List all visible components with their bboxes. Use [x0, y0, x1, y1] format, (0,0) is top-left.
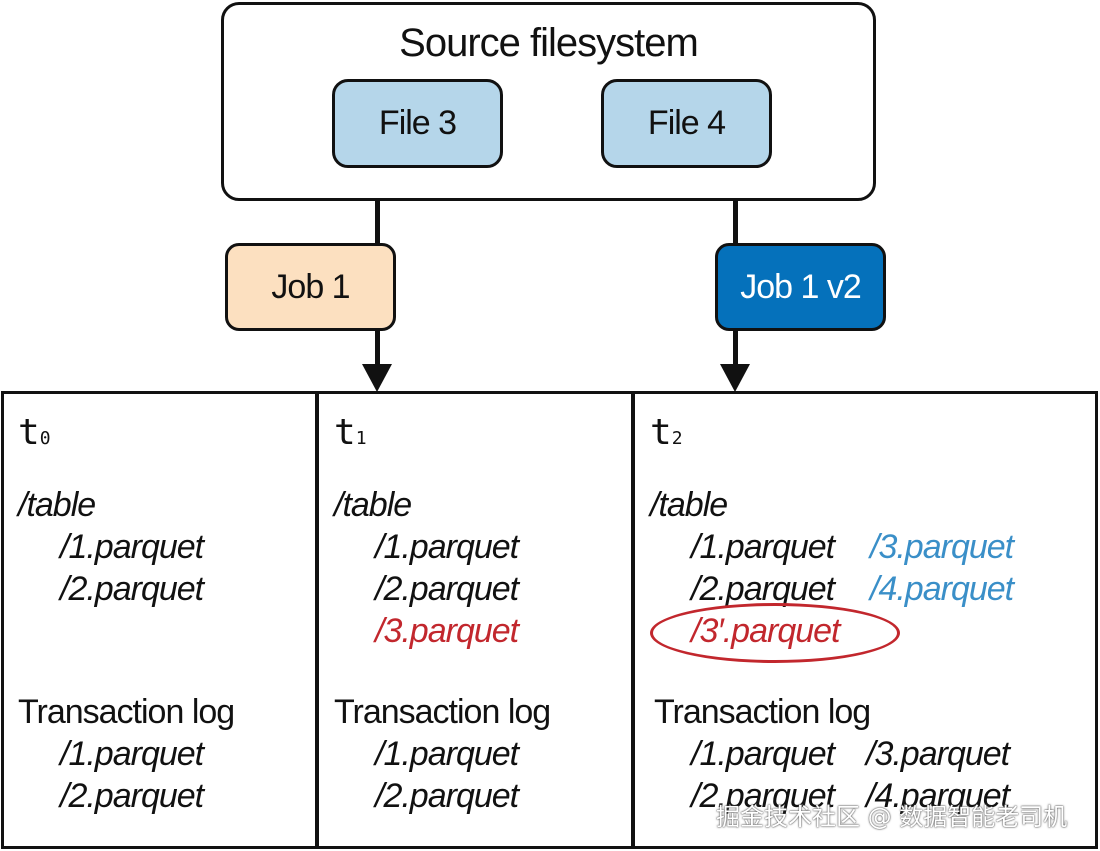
panel-t1-label: t1 — [334, 412, 367, 453]
panel-t1-log-file-2: /2.parquet — [375, 777, 519, 815]
panel-t2-sub: 2 — [671, 428, 683, 449]
watermark: 掘金技术社区 @ 数据智能老司机 — [716, 803, 1068, 831]
panel-t0-label: t0 — [18, 412, 51, 453]
arrow-job1v2-head — [720, 364, 750, 392]
panel-t1-table-file-2: /2.parquet — [375, 570, 519, 608]
connector-source-job1v2 — [733, 201, 738, 243]
panel-t0-sub: 0 — [39, 428, 51, 449]
file-3-box: File 3 — [332, 79, 503, 168]
panel-t2-table-file-new-4: /4.parquet — [870, 570, 1014, 608]
panel-t0-log-file-1: /1.parquet — [60, 735, 204, 773]
job-1-v2-box: Job 1 v2 — [715, 243, 886, 331]
panel-t2-table-file-1: /1.parquet — [691, 528, 835, 566]
panel-t2-table-label: /table — [650, 486, 728, 524]
panel-t0-table-file-1: /1.parquet — [60, 528, 204, 566]
panel-t2-log-label: Transaction log — [654, 693, 871, 731]
panel-t2-table-file-new-3: /3.parquet — [870, 528, 1014, 566]
panel-t2-table-file-2: /2.parquet — [691, 570, 835, 608]
panel-t0-log-file-2: /2.parquet — [60, 777, 204, 815]
source-filesystem-box: Source filesystem — [221, 2, 876, 201]
timeline-panels — [1, 391, 1098, 849]
panel-t1-sub: 1 — [355, 428, 367, 449]
file-4-box: File 4 — [601, 79, 772, 168]
panel-t1-log-file-1: /1.parquet — [375, 735, 519, 773]
panel-t2-log-file-new-4: /4.parquet — [866, 777, 1010, 815]
panel-t2-label: t2 — [650, 412, 683, 453]
panel-t2-log-file-1: /1.parquet — [691, 735, 835, 773]
connector-source-job1 — [375, 201, 380, 243]
panel-t2-log-file-2: /2.parquet — [691, 777, 835, 815]
orphan-file-ellipse — [650, 603, 900, 663]
panel-t0-table-label: /table — [18, 486, 96, 524]
panel-t1-log-label: Transaction log — [334, 693, 551, 731]
panel-t0-table-file-2: /2.parquet — [60, 570, 204, 608]
arrow-job1-shaft — [375, 331, 380, 367]
panel-t1-table-file-1: /1.parquet — [375, 528, 519, 566]
arrow-job1-head — [362, 364, 392, 392]
source-filesystem-title: Source filesystem — [399, 21, 699, 65]
arrow-job1v2-shaft — [733, 331, 738, 367]
panel-t2-log-file-new-3: /3.parquet — [866, 735, 1010, 773]
panel-t1-table-file-3: /3.parquet — [375, 612, 519, 650]
panel-divider-1 — [315, 391, 319, 849]
job-1-box: Job 1 — [225, 243, 396, 331]
panel-t2-time: t — [650, 412, 672, 453]
panel-t1-time: t — [334, 412, 356, 453]
panel-t0-time: t — [18, 412, 40, 453]
panel-divider-2 — [631, 391, 635, 849]
panel-t0-log-label: Transaction log — [18, 693, 235, 731]
panel-t1-table-label: /table — [334, 486, 412, 524]
